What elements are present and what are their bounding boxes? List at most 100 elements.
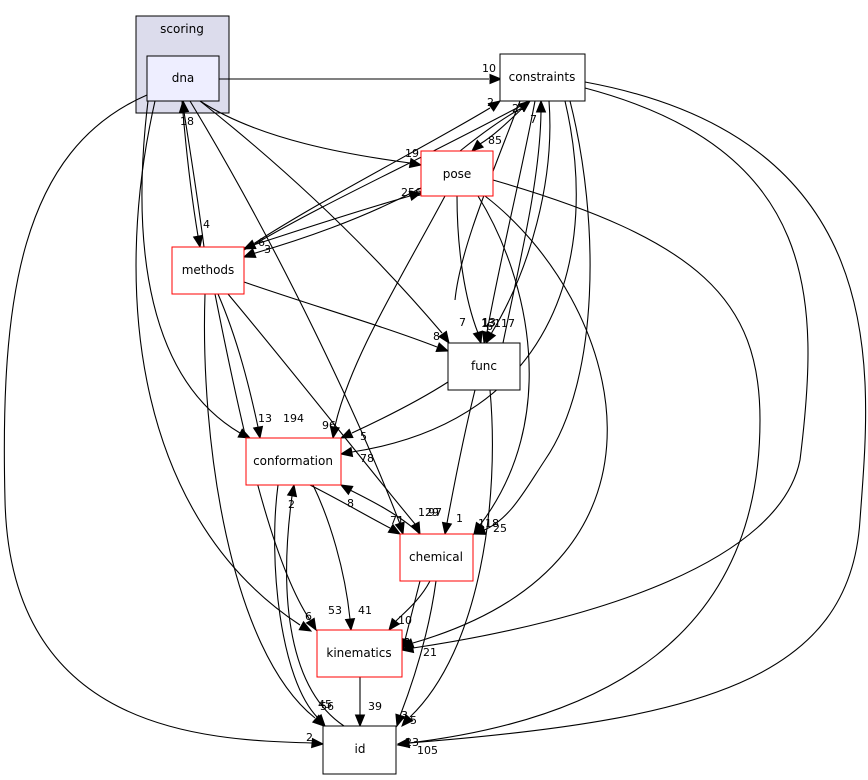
node-func-box	[447, 342, 521, 391]
node-kinematics[interactable]: kinematics	[316, 629, 403, 678]
edge-arrowhead	[329, 425, 341, 440]
node-id-label: id	[355, 742, 366, 756]
edge-dna-to-methods[interactable]: 4	[181, 100, 210, 249]
edge-line	[181, 100, 199, 237]
edge-count-label: 13	[258, 412, 272, 425]
edge-arrowhead	[535, 99, 547, 113]
edge-dna-to-id[interactable]: 2	[3, 94, 325, 749]
edge-count-label: 1	[456, 512, 463, 525]
edge-methods-to-dna[interactable]: 18	[178, 99, 205, 248]
edge-arrowhead	[354, 714, 366, 728]
edge-func-to-chemical[interactable]: 1	[441, 389, 476, 536]
edge-line	[459, 108, 521, 152]
node-id[interactable]: id	[322, 725, 397, 775]
edge-line	[254, 100, 531, 245]
edge-count-label: 10	[482, 62, 496, 75]
edge-arrowhead	[305, 617, 317, 632]
edge-count-label: 5	[360, 430, 367, 443]
edge-line	[395, 580, 431, 622]
node-kinematics-label: kinematics	[326, 646, 391, 660]
edge-arrowhead	[472, 330, 483, 345]
edge-arrowhead	[344, 618, 356, 632]
edge-count-label: 7	[530, 113, 537, 126]
edge-dna-to-func[interactable]: 7	[199, 100, 466, 345]
edge-pose-to-chemical[interactable]: 25	[473, 195, 530, 536]
node-methods[interactable]: methods	[171, 246, 245, 295]
edge-arrowhead	[388, 617, 401, 632]
edge-conformation-to-kinematics[interactable]: 41	[312, 484, 372, 632]
edge-arrowhead	[311, 737, 325, 749]
node-dna[interactable]: dna	[146, 55, 220, 102]
edge-pose-to-id[interactable]: 105	[396, 179, 761, 757]
edge-count-label: 117	[494, 317, 515, 330]
node-func[interactable]: func	[447, 342, 521, 391]
edge-count-label: 13	[482, 316, 496, 329]
node-chemical[interactable]: chemical	[399, 533, 474, 582]
edge-count-label: 129	[418, 506, 439, 519]
node-methods-label: methods	[182, 263, 235, 277]
edge-arrowhead	[339, 484, 354, 496]
node-dna-label: dna	[172, 71, 195, 85]
edge-line	[251, 187, 422, 255]
edge-methods-to-func[interactable]: 8	[243, 281, 450, 353]
edge-line	[199, 100, 443, 334]
edge-func-to-constraints[interactable]: 7	[502, 99, 547, 344]
edge-count-label: 8	[347, 497, 354, 510]
edges-layer: 1019471312962186851378118762322568194975…	[3, 62, 867, 757]
edge-count-label: 5	[410, 714, 417, 727]
edge-arrowhead	[242, 248, 257, 258]
edge-line	[408, 81, 867, 744]
edge-arrowhead	[441, 521, 453, 536]
edge-line	[502, 111, 542, 344]
edge-line	[274, 484, 319, 719]
edge-methods-to-chemical[interactable]: 97	[227, 293, 442, 536]
node-pose[interactable]: pose	[420, 150, 494, 197]
edge-arrowhead	[313, 713, 326, 727]
edge-kinematics-to-id[interactable]: 39	[354, 677, 383, 728]
edge-chemical-to-kinematics[interactable]: 10	[388, 580, 431, 632]
node-conformation[interactable]: conformation	[245, 437, 342, 486]
edge-arrowhead	[489, 73, 503, 85]
edge-conformation-to-chemical[interactable]: 71	[309, 484, 404, 535]
edge-chemical-to-conformation[interactable]: 8	[339, 484, 421, 535]
edge-line	[312, 484, 351, 620]
edge-pose-to-methods[interactable]: 3	[242, 187, 422, 258]
edge-count-label: 2	[306, 731, 313, 744]
edge-pose-to-conformation[interactable]: 96	[322, 195, 446, 440]
edge-pose-to-func[interactable]: 13	[456, 195, 495, 345]
edge-count-label: 21	[423, 646, 437, 659]
edge-dna-to-chemical[interactable]: 129	[189, 100, 439, 536]
edge-line	[135, 100, 301, 626]
node-conformation-box	[245, 437, 342, 486]
edge-dna-to-pose[interactable]: 19	[199, 100, 423, 169]
edge-line	[404, 580, 421, 641]
edge-arrowhead	[178, 99, 190, 113]
edge-methods-to-conformation[interactable]: 194	[217, 293, 304, 440]
edge-constraints-to-func[interactable]: 117	[485, 100, 551, 345]
edge-line	[349, 489, 421, 535]
node-methods-box	[171, 246, 245, 295]
node-constraints[interactable]: constraints	[499, 53, 586, 102]
edge-line	[334, 195, 446, 427]
edge-count-label: 96	[322, 419, 336, 432]
edge-arrowhead	[252, 425, 264, 440]
edge-chemical-to-id[interactable]: 5	[395, 580, 437, 728]
edge-methods-to-constraints[interactable]: 2	[243, 96, 502, 251]
edge-dna-to-constraints[interactable]: 10	[219, 62, 503, 85]
edge-conformation-to-id[interactable]: 56	[274, 484, 334, 727]
edge-id-to-conformation[interactable]: 2	[286, 483, 345, 727]
edge-func-to-conformation[interactable]: 5	[339, 381, 449, 443]
edge-count-label: 8	[433, 330, 440, 343]
edge-count-label: 3	[264, 243, 271, 256]
edge-count-label: 97	[428, 506, 442, 519]
edge-arrowhead	[435, 342, 450, 353]
edge-methods-to-id[interactable]: 45	[203, 293, 332, 727]
edge-count-label: 2	[288, 498, 295, 511]
node-chemical-label: chemical	[409, 550, 463, 564]
edge-constraints-to-id[interactable]: 6	[454, 100, 521, 333]
edge-constraints-to-conformation[interactable]: 78	[339, 100, 577, 465]
edge-func-to-id[interactable]: 3	[401, 389, 493, 727]
edge-dna-to-kinematics[interactable]: 6	[135, 100, 313, 632]
edge-line	[243, 107, 491, 251]
node-kinematics-box	[316, 629, 403, 678]
